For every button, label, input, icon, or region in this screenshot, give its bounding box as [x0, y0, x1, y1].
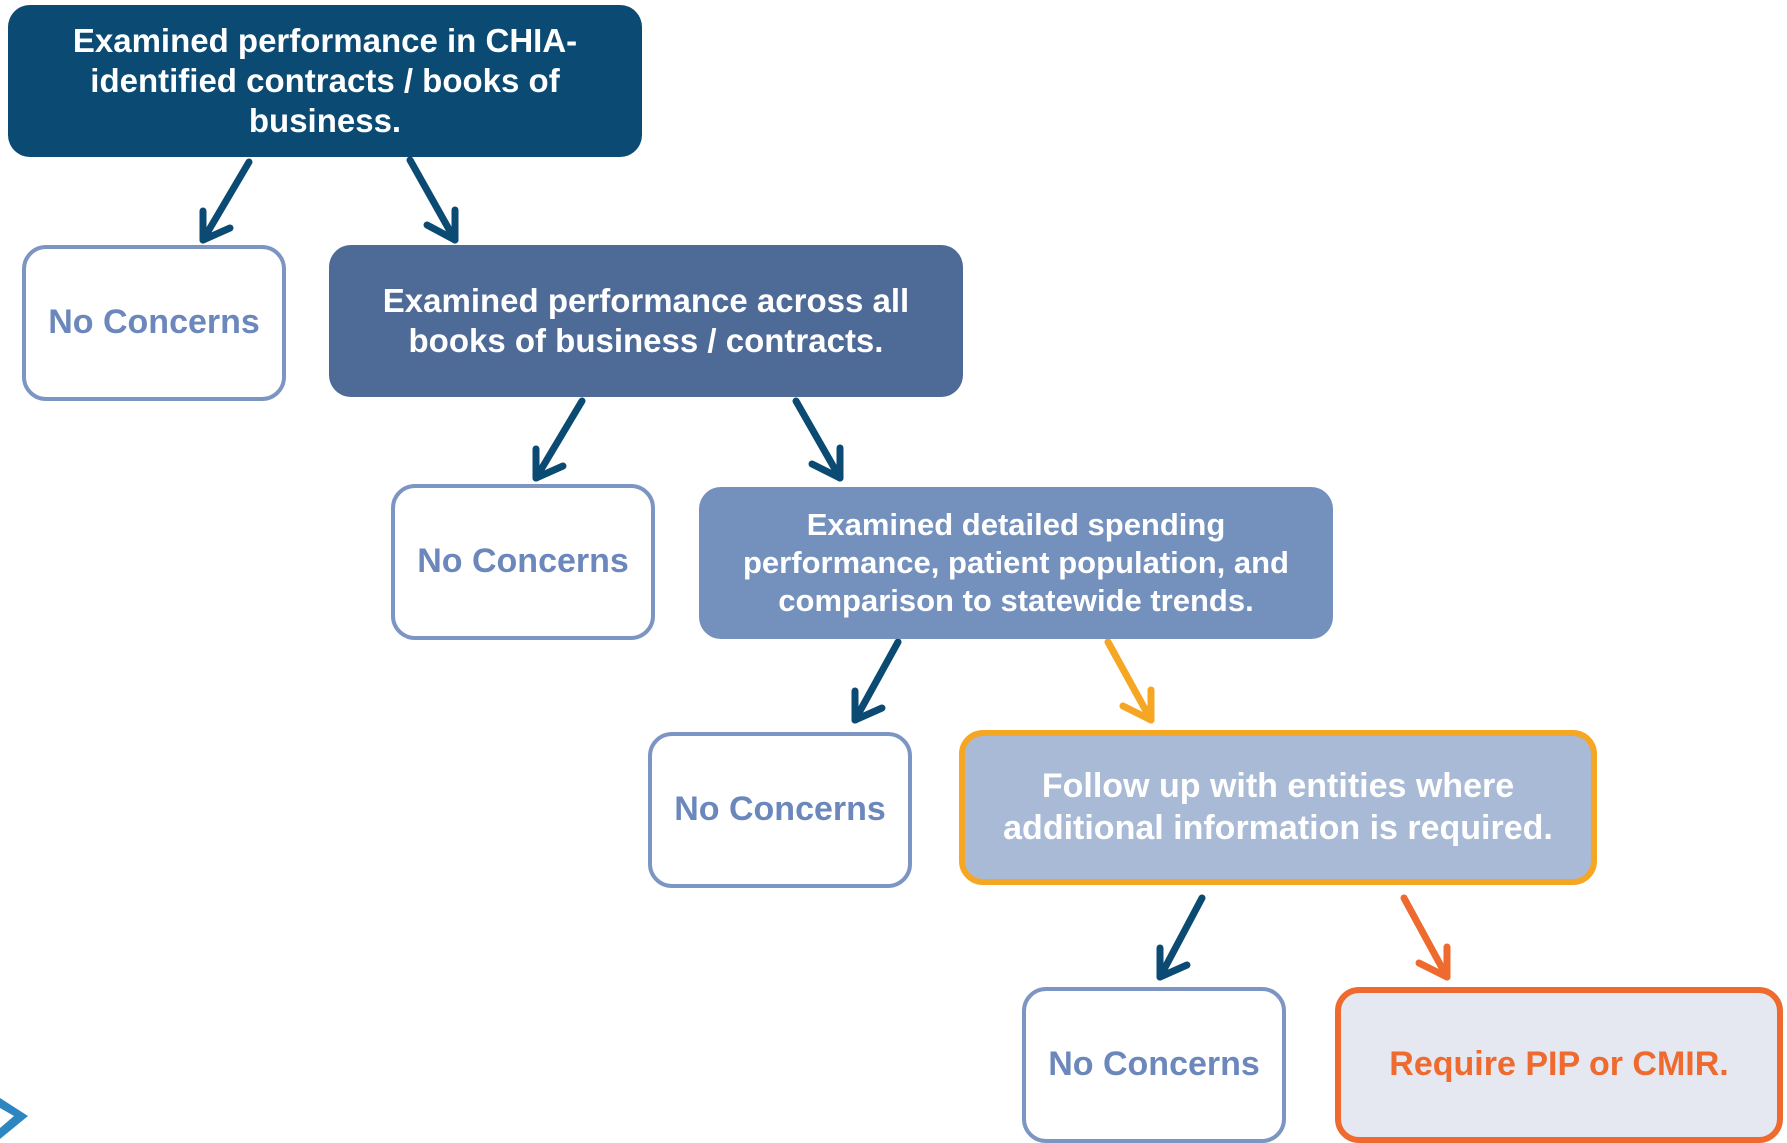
arrow-step1-to-no-concerns-1: [199, 158, 253, 244]
step-box-3: Examined detailed spending performance, …: [699, 487, 1333, 639]
no-concerns-box-4: No Concerns: [1022, 987, 1286, 1143]
no-concerns-box-2: No Concerns: [391, 484, 655, 640]
followup-label: Follow up with entities where additional…: [1003, 767, 1553, 847]
arrow-step3-to-followup: [1104, 638, 1155, 724]
arrow-followup-to-final: [1400, 894, 1451, 981]
step-label-2: Examined performance across all books of…: [382, 281, 910, 359]
arrow-followup-to-no-concerns-4: [1156, 894, 1206, 981]
no-concerns-box-1: No Concerns: [22, 245, 286, 401]
no-concerns-label-1: No Concerns: [48, 303, 260, 342]
logo-icon: [0, 1098, 28, 1139]
no-concerns-label-2: No Concerns: [417, 542, 629, 581]
arrow-step3-to-no-concerns-3: [851, 638, 902, 724]
arrow-step2-to-step3: [792, 397, 844, 482]
step-box-2: Examined performance across all books of…: [329, 245, 963, 397]
no-concerns-box-3: No Concerns: [648, 732, 912, 888]
no-concerns-label-3: No Concerns: [674, 790, 886, 829]
step-label-1: Examined performance in CHIA-identified …: [72, 21, 578, 140]
arrow-step2-to-no-concerns-2: [532, 397, 586, 482]
step-label-3: Examined detailed spending performance, …: [743, 507, 1289, 618]
final-outcome-box: Require PIP or CMIR.: [1335, 987, 1783, 1143]
arrow-step1-to-step2: [406, 156, 459, 244]
final-outcome-label: Require PIP or CMIR.: [1389, 1045, 1729, 1084]
no-concerns-label-4: No Concerns: [1048, 1045, 1260, 1084]
followup-box: Follow up with entities where additional…: [959, 730, 1597, 885]
step-box-1: Examined performance in CHIA-identified …: [8, 5, 642, 157]
